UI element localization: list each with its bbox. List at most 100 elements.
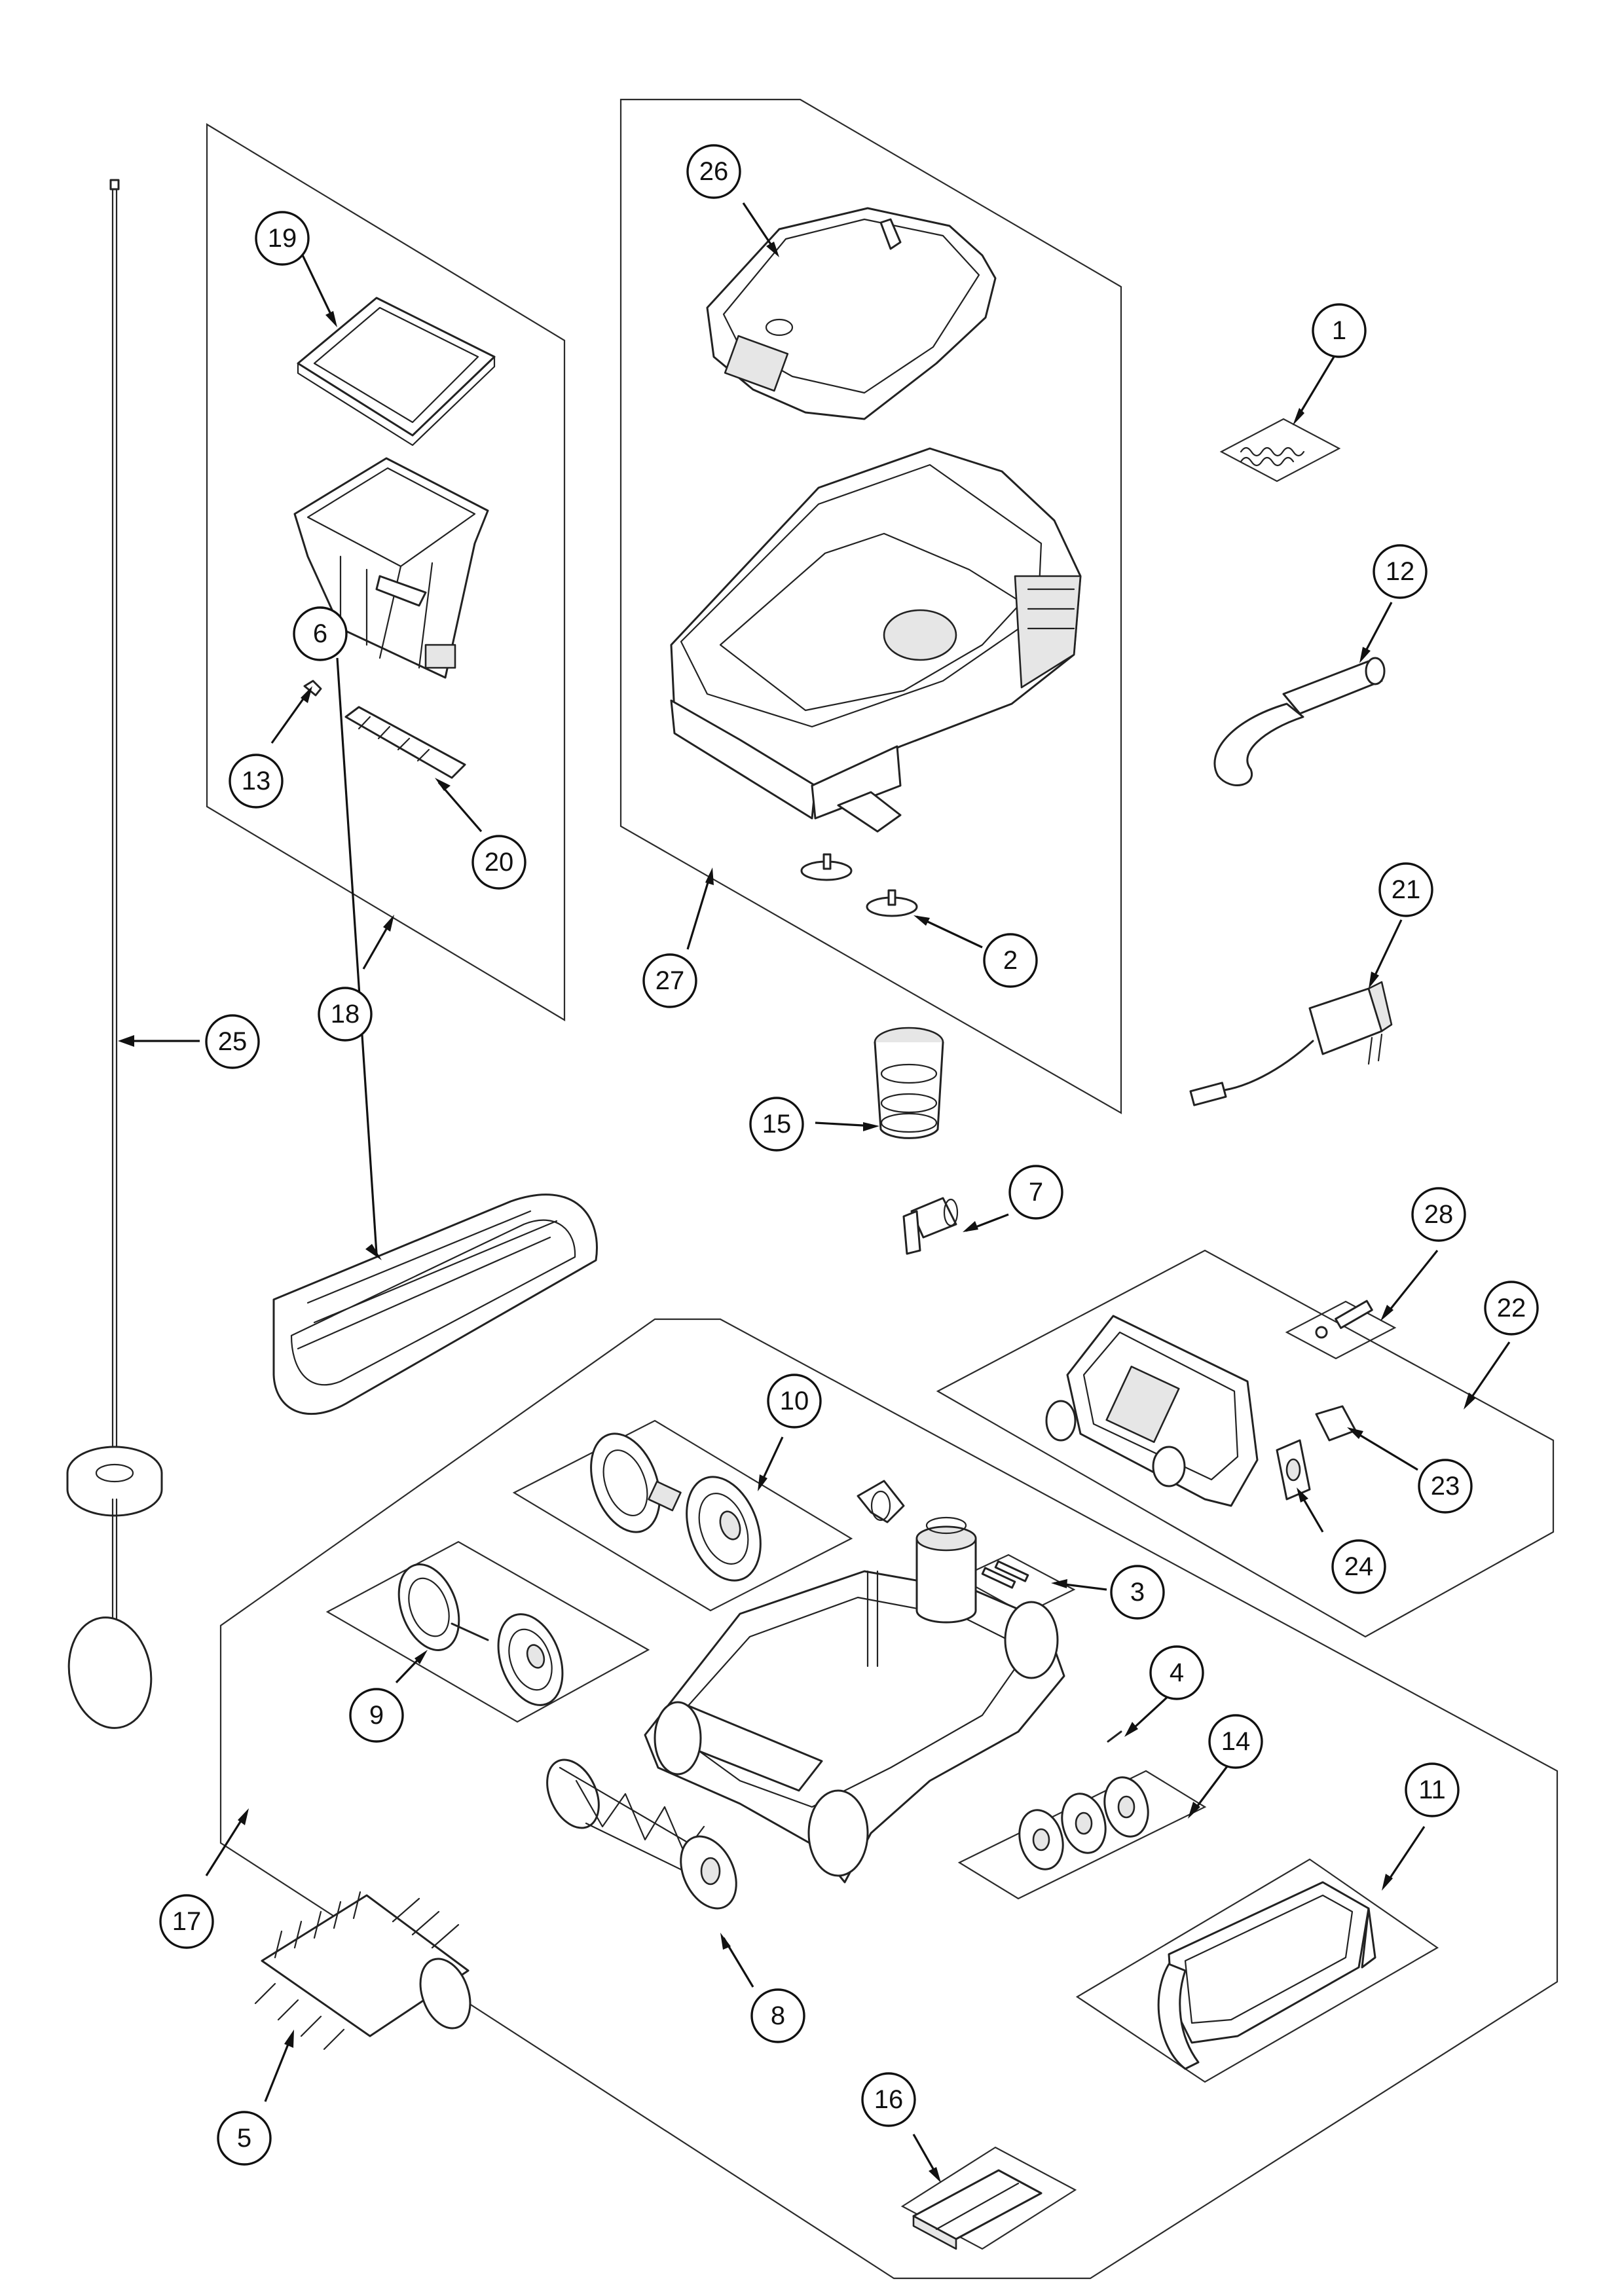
callout-14-label: 14 <box>1221 1727 1251 1756</box>
filter-cartridge-part <box>874 1027 944 1139</box>
leader-11 <box>1384 1826 1426 1886</box>
control-box-part <box>1045 1315 1259 1507</box>
callout-25: 25 <box>205 1014 260 1069</box>
arrowhead-22 <box>1464 1393 1476 1410</box>
callout-21-label: 21 <box>1392 875 1421 904</box>
brush-roller-part <box>546 1758 737 1910</box>
callout-13-label: 13 <box>242 767 271 795</box>
subgroup-1-outline <box>1219 418 1341 483</box>
callout-4-label: 4 <box>1170 1658 1184 1687</box>
part-drawings <box>66 179 1393 2250</box>
arrowhead-19 <box>325 311 337 327</box>
leader-28 <box>1384 1250 1439 1317</box>
top-lid-part <box>706 207 997 420</box>
leader-27 <box>686 873 712 950</box>
leader-5 <box>264 2035 293 2102</box>
callout-9-label: 9 <box>369 1701 384 1730</box>
callout-20-label: 20 <box>485 848 514 877</box>
callout-24: 24 <box>1331 1539 1386 1594</box>
callout-12-label: 12 <box>1386 557 1415 586</box>
arrowhead-2 <box>913 915 930 926</box>
callout-2-label: 2 <box>1003 946 1018 975</box>
callout-15-label: 15 <box>762 1110 792 1139</box>
arrowhead-4 <box>1124 1722 1138 1737</box>
float-rod-part <box>66 179 163 1729</box>
callout-6-label: 6 <box>313 619 327 648</box>
callout-17-label: 17 <box>172 1907 202 1936</box>
callout-5-label: 5 <box>237 2124 251 2153</box>
callout-5: 5 <box>217 2111 272 2166</box>
arrowhead-1 <box>1293 408 1304 426</box>
callout-3: 3 <box>1110 1565 1165 1620</box>
callout-20: 20 <box>471 835 526 890</box>
group-18-outline <box>206 123 566 1021</box>
springs-part <box>1240 446 1305 467</box>
spacer-pads-part <box>800 853 918 917</box>
callout-8: 8 <box>750 1988 805 2043</box>
power-supply-part <box>1189 981 1393 1106</box>
gears-part <box>1018 1776 1149 1870</box>
leader-17 <box>205 1813 247 1876</box>
callout-3-label: 3 <box>1130 1578 1145 1607</box>
callout-27-label: 27 <box>655 966 685 995</box>
callout-9: 9 <box>349 1688 404 1743</box>
leader-21 <box>1371 919 1403 983</box>
callout-10: 10 <box>767 1374 822 1429</box>
arrowhead-15 <box>863 1122 879 1131</box>
callout-8-label: 8 <box>771 2001 785 2030</box>
callout-19-label: 19 <box>268 224 297 253</box>
callout-26-label: 26 <box>699 157 729 186</box>
callout-10-label: 10 <box>780 1387 809 1415</box>
arrowhead-13 <box>301 686 312 703</box>
callout-27: 27 <box>642 953 697 1008</box>
callout-22-label: 22 <box>1497 1294 1526 1322</box>
callout-1: 1 <box>1312 303 1367 358</box>
callout-23: 23 <box>1418 1459 1473 1514</box>
callout-18: 18 <box>318 987 373 1042</box>
arrowhead-6 <box>365 1244 382 1260</box>
arrowhead-26 <box>766 242 779 257</box>
arrowhead-17 <box>238 1808 249 1825</box>
callout-13: 13 <box>229 754 284 809</box>
callout-24-label: 24 <box>1344 1552 1374 1581</box>
arrowhead-10 <box>758 1474 767 1491</box>
arrowhead-28 <box>1380 1305 1393 1321</box>
hook-tool-part <box>1213 657 1386 786</box>
callout-7-label: 7 <box>1029 1178 1043 1207</box>
small-pin-part <box>1107 1730 1122 1743</box>
arrowhead-5 <box>284 2030 294 2048</box>
arrowhead-25 <box>118 1035 134 1047</box>
arrowhead-20 <box>435 778 451 791</box>
rollers-pair-9-part <box>397 1563 564 1706</box>
arrowhead-11 <box>1382 1874 1393 1891</box>
subgroup-10-outline <box>512 1419 853 1612</box>
leader-22 <box>1466 1341 1511 1405</box>
subgroup-11-outline <box>1075 1858 1439 2083</box>
leader-20 <box>437 781 483 833</box>
group-22-outline <box>936 1249 1555 1638</box>
screw-pack-part <box>1315 1300 1373 1339</box>
arrowhead-3 <box>1051 1579 1067 1588</box>
arrowhead-16 <box>929 2167 941 2183</box>
chassis-motor-part <box>644 1480 1065 1884</box>
callout-21: 21 <box>1378 862 1433 917</box>
arrowhead-23 <box>1347 1427 1363 1439</box>
callout-6: 6 <box>293 606 348 661</box>
callout-22: 22 <box>1484 1281 1539 1336</box>
filter-lid-part <box>297 297 496 446</box>
callout-28: 28 <box>1411 1187 1466 1242</box>
group-27-outline <box>619 98 1122 1114</box>
arrowhead-12 <box>1359 647 1371 663</box>
arrowheads <box>118 242 1476 2183</box>
leader-19 <box>297 245 335 321</box>
pins-part <box>981 1560 1029 1589</box>
track-belt-part <box>272 1194 598 1415</box>
main-body-part <box>670 447 1082 833</box>
callout-2: 2 <box>983 933 1038 988</box>
callout-18-label: 18 <box>331 1000 360 1029</box>
seal-cap-part <box>1276 1439 1311 1501</box>
callout-15: 15 <box>749 1097 804 1152</box>
arrowhead-14 <box>1188 1802 1200 1819</box>
elbow-fitting-part <box>902 1197 959 1255</box>
callout-16: 16 <box>861 2072 916 2127</box>
